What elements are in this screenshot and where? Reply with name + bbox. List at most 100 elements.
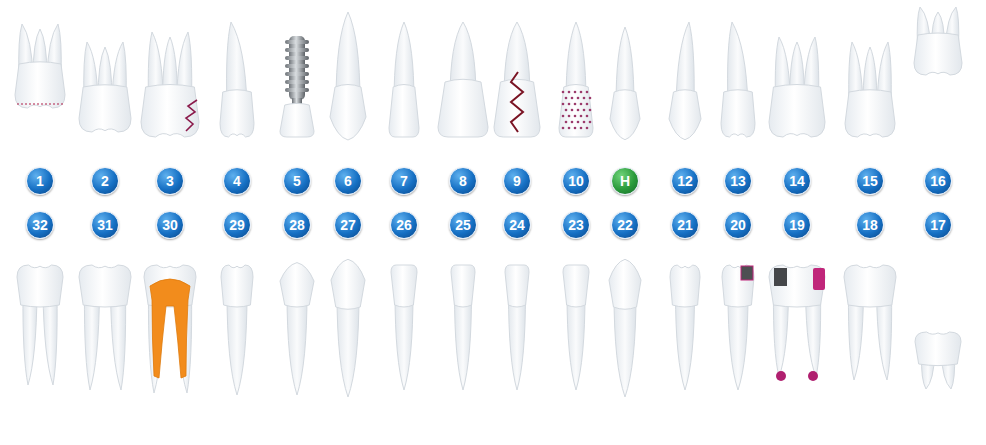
tooth-crown <box>141 85 199 138</box>
filling <box>774 268 787 286</box>
implant <box>285 36 309 108</box>
tooth-root <box>227 293 247 395</box>
fracture-zigzag <box>511 72 523 132</box>
tooth <box>438 22 488 137</box>
tooth-crown <box>330 85 366 141</box>
tooth <box>79 265 131 390</box>
tooth-crown <box>769 265 825 307</box>
decay-dot <box>586 115 589 118</box>
tooth-number-badge: 6 <box>334 167 362 195</box>
tooth-crown <box>17 265 63 307</box>
tooth <box>505 265 529 390</box>
tooth-root <box>111 293 126 390</box>
tooth <box>563 265 589 390</box>
tooth-number-badge: 21 <box>671 211 699 239</box>
decay-dot <box>574 91 577 94</box>
decay-dot <box>562 115 565 118</box>
tooth <box>221 265 253 395</box>
tooth-number-badge: 1 <box>26 167 54 195</box>
implant-thread <box>285 40 309 44</box>
decay-dot <box>562 103 565 106</box>
tooth-number-badge: 27 <box>334 211 362 239</box>
tooth <box>280 103 314 137</box>
tooth <box>610 27 640 140</box>
tooth-crown <box>559 85 593 138</box>
tooth <box>721 22 755 137</box>
tooth-number-badge: 24 <box>503 211 531 239</box>
tooth-root <box>567 293 585 390</box>
tooth <box>669 22 701 140</box>
tooth <box>330 12 366 140</box>
tooth-number: 22 <box>617 218 633 232</box>
tooth <box>220 22 254 137</box>
tooth <box>331 259 365 397</box>
implant-thread <box>285 64 309 68</box>
tooth-number: 31 <box>97 218 113 232</box>
root-tip-mark <box>776 371 786 381</box>
tooth-crown <box>914 33 962 75</box>
tooth-crown <box>280 103 314 137</box>
decay-dot <box>580 103 583 106</box>
tooth-number: 4 <box>233 174 241 188</box>
tooth-root <box>455 293 472 390</box>
tooth-number-badge: 15 <box>856 167 884 195</box>
decay-dot <box>583 121 586 124</box>
decay-dot <box>565 121 568 124</box>
tooth-number-badge: 13 <box>724 167 752 195</box>
tooth-number-badge: 28 <box>283 211 311 239</box>
tooth-number-badge: 30 <box>156 211 184 239</box>
tooth-number-badge: 19 <box>783 211 811 239</box>
tooth-crown <box>505 265 529 307</box>
decay-dot <box>589 121 592 124</box>
tooth-number-badge: 10 <box>562 167 590 195</box>
tooth-number-badge: 20 <box>724 211 752 239</box>
tooth-number: 5 <box>293 174 301 188</box>
tooth <box>915 332 961 389</box>
tooth-number-badge: 5 <box>283 167 311 195</box>
tooth-number-badge: 18 <box>856 211 884 239</box>
tooth <box>722 265 754 390</box>
decay-dot <box>562 127 565 130</box>
decay-dot <box>568 91 571 94</box>
decay-dot <box>565 109 568 112</box>
decay-dot <box>580 115 583 118</box>
tooth-number-badge: 31 <box>91 211 119 239</box>
tooth-crown <box>438 79 488 137</box>
decay-dot <box>589 109 592 112</box>
tooth-crown <box>15 62 65 108</box>
tooth-crown <box>845 90 895 137</box>
filling <box>741 266 753 280</box>
tooth-number: 14 <box>789 174 805 188</box>
decay-dot <box>577 121 580 124</box>
tooth <box>670 265 700 390</box>
decay-dot <box>577 97 580 100</box>
decay-dot <box>574 127 577 130</box>
tooth-number: 30 <box>162 218 178 232</box>
tooth <box>144 265 196 393</box>
tooth-crown <box>609 259 641 309</box>
tooth-number-badge: 32 <box>26 211 54 239</box>
tooth-number-badge: 23 <box>562 211 590 239</box>
tooth-crown <box>915 332 961 366</box>
tooth-number-badge: 29 <box>223 211 251 239</box>
tooth-number: 1 <box>36 174 44 188</box>
teeth-group <box>15 7 962 397</box>
decay-dot <box>568 115 571 118</box>
tooth-number: 15 <box>862 174 878 188</box>
decay-dot <box>586 127 589 130</box>
decay-dot <box>571 121 574 124</box>
decay-dot <box>568 103 571 106</box>
tooth-number: 21 <box>677 218 693 232</box>
root-tip-mark <box>808 371 818 381</box>
decay-dot <box>571 109 574 112</box>
tooth-root <box>287 293 307 395</box>
tooth-number: H <box>620 174 630 188</box>
implant-thread <box>285 80 309 84</box>
decay-dot <box>583 109 586 112</box>
tooth-number: 28 <box>289 218 305 232</box>
implant-thread <box>285 56 309 60</box>
tooth-crown <box>451 265 475 307</box>
tooth-crown <box>389 85 419 138</box>
